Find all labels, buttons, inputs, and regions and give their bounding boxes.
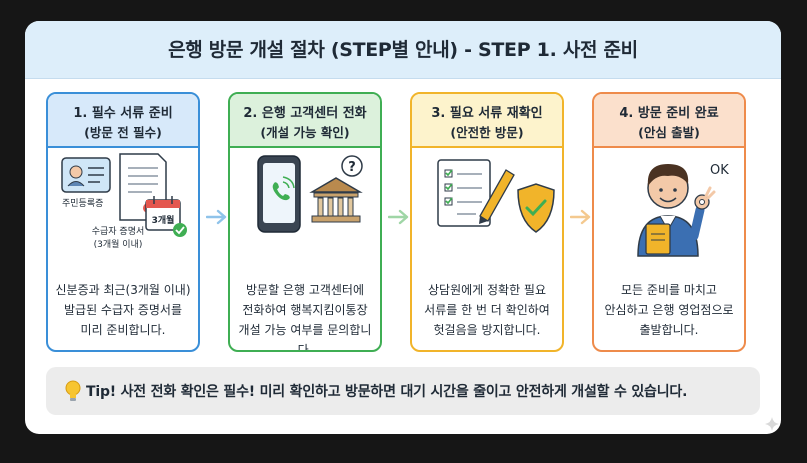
step-2-header: 2. 은행 고객센터 전화 (개설 가능 확인): [230, 94, 380, 148]
id-card-label: 주민등록증: [62, 198, 103, 209]
arrow-right-icon: [388, 209, 409, 225]
person-ok-illustration: OK: [594, 150, 744, 268]
arrow-right-icon: [206, 209, 227, 225]
arrow-right-icon: [570, 209, 591, 225]
documents-illustration: 주민등록증 3개월 수급자: [48, 150, 198, 268]
question-bubble-icon: ?: [341, 155, 363, 177]
phone-bank-illustration: ?: [230, 150, 380, 268]
step-3-header: 3. 필요 서류 재확인 (안전한 방문): [412, 94, 562, 148]
calendar-label: 3개월: [152, 214, 175, 226]
step-2-title: 2. 은행 고객센터 전화: [243, 106, 367, 121]
ok-hand-icon: [689, 186, 716, 241]
certificate-label: 수급자 증명서: [92, 226, 145, 237]
procedure-card: 은행 방문 개설 절차 (STEP별 안내) - STEP 1. 사전 준비 1…: [25, 21, 781, 434]
step-3-card: 3. 필요 서류 재확인 (안전한 방문): [410, 92, 564, 352]
step-1-description: 신분증과 최근(3개월 이내) 발급된 수급자 증명서를 미리 준비합니다.: [55, 283, 191, 337]
shield-check-icon: [517, 183, 555, 233]
tip-text: Tip! 사전 전화 확인은 필수! 미리 확인하고 방문하면 대기 시간을 줄…: [86, 384, 688, 400]
step-2-subtitle: (개설 가능 확인): [260, 125, 350, 140]
step-2-card: 2. 은행 고객센터 전화 (개설 가능 확인): [228, 92, 382, 352]
step-2-description: 방문할 은행 고객센터에 전화하여 행복지킴이통장 개설 가능 여부를 문의합니…: [238, 283, 372, 352]
title-bar: 은행 방문 개설 절차 (STEP별 안내) - STEP 1. 사전 준비: [25, 21, 781, 79]
phone-icon: [257, 155, 301, 233]
certificate-note: (3개월 이내): [94, 238, 143, 250]
step-4-subtitle: (안심 출발): [638, 125, 700, 140]
step-1-subtitle: (방문 전 필수): [84, 125, 162, 140]
step-1-title: 1. 필수 서류 준비: [73, 106, 173, 121]
clipboard-icon: [645, 223, 671, 255]
checklist-icon: [437, 159, 491, 227]
step-3-subtitle: (안전한 방문): [450, 125, 524, 140]
step-3-description: 상담원에게 정확한 필요 서류를 한 번 더 확인하여 헛걸음을 방지합니다.: [424, 283, 550, 337]
step-4-description: 모든 준비를 마치고 안심하고 은행 영업점으로 출발합니다.: [604, 283, 734, 337]
calendar-icon: 3개월: [145, 196, 187, 237]
step-3-title: 3. 필요 서류 재확인: [431, 106, 543, 121]
tip-banner: Tip! 사전 전화 확인은 필수! 미리 확인하고 방문하면 대기 시간을 줄…: [46, 367, 760, 415]
checklist-illustration: [412, 150, 562, 268]
step-4-card: 4. 방문 준비 완료 (안심 출발): [592, 92, 746, 352]
sparkle-icon: [765, 417, 779, 431]
bank-icon: [309, 177, 363, 223]
question-mark: ?: [348, 160, 356, 175]
page-title: 은행 방문 개설 절차 (STEP별 안내) - STEP 1. 사전 준비: [168, 39, 638, 61]
step-4-header: 4. 방문 준비 완료 (안심 출발): [594, 94, 744, 148]
ok-label: OK: [710, 163, 729, 178]
pencil-icon: [479, 169, 515, 224]
step-4-title: 4. 방문 준비 완료: [619, 106, 719, 121]
step-1-header: 1. 필수 서류 준비 (방문 전 필수): [48, 94, 198, 148]
step-1-card: 1. 필수 서류 준비 (방문 전 필수) 주민등록증: [46, 92, 200, 352]
id-card-icon: [61, 157, 111, 193]
lightbulb-icon: [65, 380, 81, 401]
